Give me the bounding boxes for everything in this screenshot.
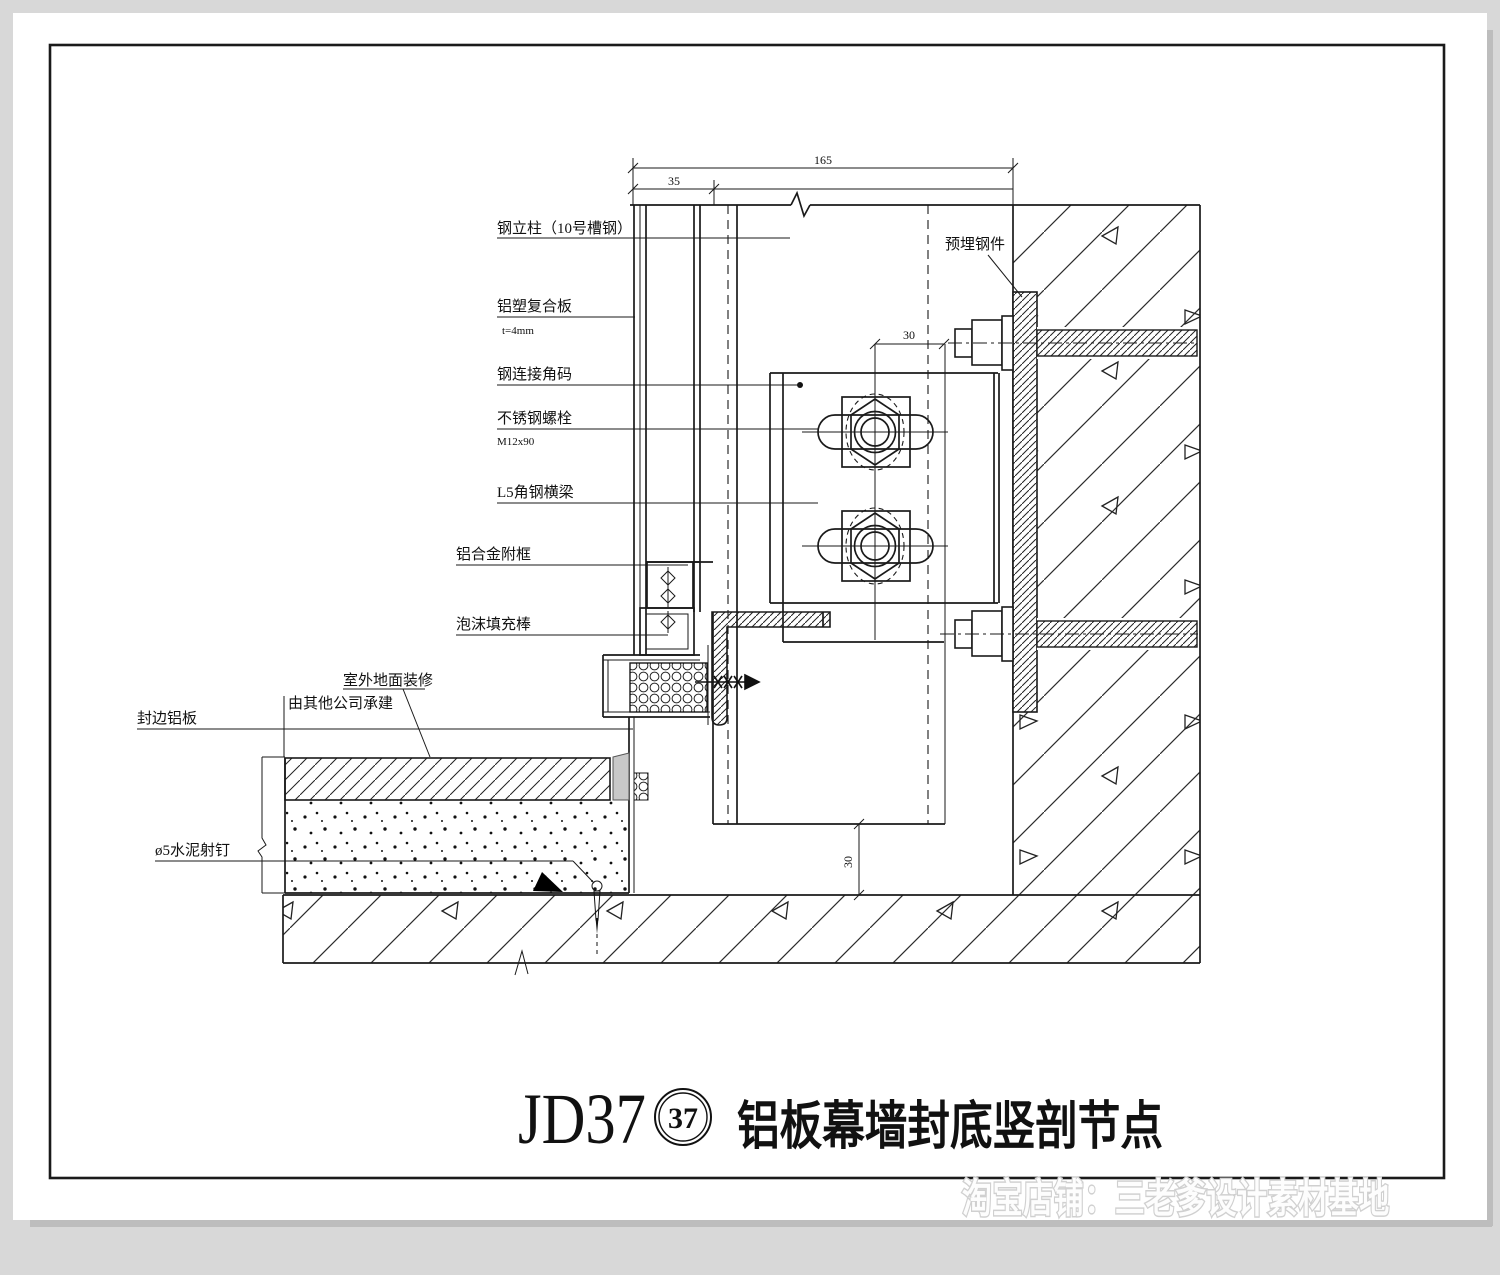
label-steel-column: 钢立柱（10号槽钢） — [497, 220, 632, 237]
label-l5-beam: L5角钢横梁 — [497, 484, 574, 501]
steel-column — [693, 205, 946, 825]
screw — [695, 673, 761, 691]
label-outdoor-finish: 室外地面装修 — [343, 672, 433, 689]
annotations: 钢立柱（10号槽钢） 铝塑复合板 t=4mm 钢连接角码 不锈钢螺栓 M12x9… — [137, 220, 1023, 884]
sealant-wedge — [612, 752, 630, 801]
border-frame — [48, 43, 1446, 1180]
break-mark-ground — [514, 949, 529, 976]
watermark-text: 淘宝店铺：三老爹设计素材基地 — [962, 1176, 1390, 1221]
detail-title: 铝板幕墙封底竖剖节点 — [737, 1098, 1163, 1156]
label-embedded-steel: 预埋钢件 — [945, 236, 1005, 253]
top-cut-line — [630, 190, 1200, 219]
label-ss-bolt: 不锈钢螺栓 — [497, 410, 572, 427]
label-edge-al-plate: 封边铝板 — [137, 709, 197, 727]
label-foam-rod: 泡沫填充棒 — [456, 616, 531, 633]
detail-number: 37 — [668, 1102, 698, 1135]
extent-bracket — [257, 757, 267, 893]
detail-number-circle — [654, 1088, 712, 1146]
sealant-triangle — [533, 872, 563, 892]
cement-nail — [591, 880, 603, 958]
top-dimensions: 165 35 — [627, 153, 1019, 205]
label-ss-bolt-spec: M12x90 — [497, 436, 535, 448]
svg-text:30: 30 — [903, 328, 915, 342]
label-acp-thickness: t=4mm — [502, 325, 534, 337]
label-by-others: 由其他公司承建 — [288, 695, 393, 712]
bottom-closure — [602, 654, 710, 718]
dim-bottom-gap: 30 — [841, 818, 865, 901]
dim-overall: 165 — [814, 153, 832, 167]
dim-bolt-offset: 30 — [869, 328, 950, 400]
foam-small — [633, 772, 649, 801]
foam-filler — [629, 662, 708, 713]
label-acp: 铝塑复合板 — [497, 297, 572, 315]
concrete-slab — [257, 696, 629, 894]
anchor-bolt-bottom — [940, 606, 1198, 662]
connection-gusset — [769, 372, 1000, 643]
embedded-plate — [1012, 291, 1038, 713]
dim-panel-offset: 35 — [668, 174, 680, 188]
aluminium-panel — [633, 205, 647, 655]
aluminium-subframe — [639, 561, 700, 656]
label-al-subframe: 铝合金附框 — [456, 546, 531, 563]
label-steel-angle: 钢连接角码 — [497, 366, 572, 383]
svg-text:30: 30 — [841, 856, 855, 868]
anchor-bolt-top — [948, 315, 1198, 371]
outdoor-finish-strip — [284, 757, 611, 801]
title-block: JD37 37 铝板幕墙封底竖剖节点 — [518, 1079, 1163, 1159]
detail-code: JD37 — [518, 1079, 646, 1159]
label-cement-nail: ø5水泥射钉 — [155, 842, 230, 859]
